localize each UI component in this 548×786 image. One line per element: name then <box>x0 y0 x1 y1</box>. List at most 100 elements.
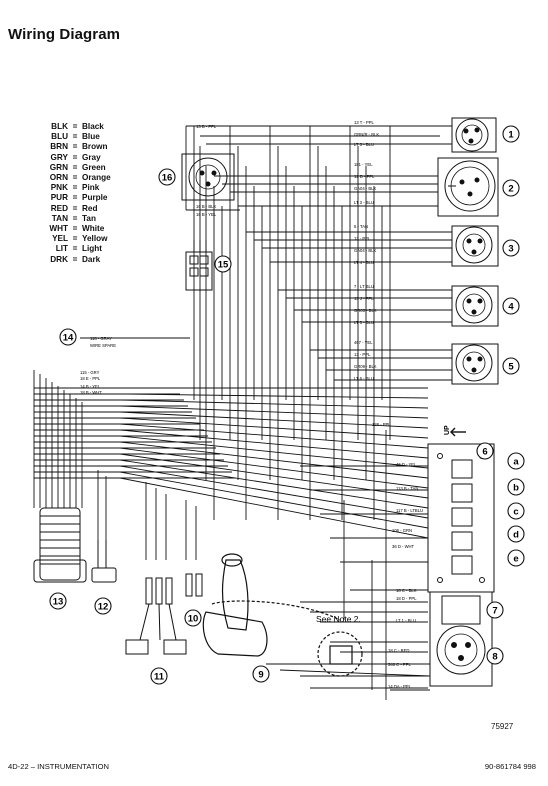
callout-circle <box>507 525 525 543</box>
wire-label: 14 DA - PPL <box>388 684 412 689</box>
legend-meaning: Light <box>82 244 103 254</box>
callout-4: 4 <box>502 297 520 315</box>
legend-row: DRK=Dark <box>34 255 111 265</box>
wire-label: 348 C - PPL <box>388 662 411 667</box>
callout-circle <box>502 357 520 375</box>
callout-label: 14 <box>63 332 74 343</box>
wire-label: 36 D - WHT <box>392 544 415 549</box>
up-arrow-icon <box>450 427 466 437</box>
legend-separator: = <box>72 213 78 223</box>
wire-label: GR09 - BLK <box>354 364 377 369</box>
callout-circle <box>507 478 525 496</box>
legend-separator: = <box>72 203 78 213</box>
legend-separator: = <box>72 162 78 172</box>
legend-meaning: Blue <box>82 132 100 142</box>
callout-label: 4 <box>508 301 514 312</box>
wire <box>119 429 429 459</box>
legend-row: WHT=White <box>34 224 111 234</box>
wire-label: LT 3 - BLU <box>354 142 374 147</box>
legend-code: LIT <box>55 244 68 254</box>
legend-row: GRN=Green <box>34 163 111 173</box>
callout-circle <box>502 239 520 257</box>
wire-label: 117 B - LTBLU <box>396 508 423 513</box>
wire-label: 18 B - WHT <box>80 390 102 395</box>
callout-label: a <box>513 456 519 467</box>
callout-7: 7 <box>486 601 504 619</box>
wire-label: WIRE SPARE <box>90 343 116 348</box>
callout-circle <box>502 125 520 143</box>
callout-label: 8 <box>492 651 497 662</box>
legend-code: PNK <box>50 183 68 193</box>
callout-label: 9 <box>258 669 263 680</box>
callout-circle <box>486 601 504 619</box>
callout-c: c <box>507 502 525 520</box>
wire-label: 181 - YEL <box>354 162 373 167</box>
callout-3: 3 <box>502 239 520 257</box>
switch-panel <box>427 443 495 687</box>
wire <box>119 477 429 539</box>
legend-meaning: Tan <box>82 213 96 223</box>
wire <box>119 423 429 449</box>
wire <box>119 405 429 419</box>
legend-code: TAN <box>51 213 68 223</box>
footer-section: 4D-22 – INSTRUMENTATION <box>8 762 109 771</box>
legend-meaning: Brown <box>82 142 108 152</box>
callout-circle <box>502 297 520 315</box>
wire <box>119 435 429 469</box>
wire-label: GR03 - BLK <box>354 308 377 313</box>
legend-row: ORN=Orange <box>34 173 111 183</box>
wire-label: 13 - PPL <box>354 352 371 357</box>
gauge-1 <box>451 117 497 153</box>
callout-2: 2 <box>502 179 520 197</box>
wire-label: 16 B - BLK <box>196 204 216 209</box>
legend-meaning: White <box>82 224 105 234</box>
wire <box>119 399 429 409</box>
callout-13: 13 <box>49 592 67 610</box>
callout-circle <box>252 665 270 683</box>
callout-circle <box>94 597 112 615</box>
figure-number: 75927 <box>491 722 514 731</box>
callout-label: e <box>513 553 518 564</box>
legend-code: WHT <box>49 224 68 234</box>
legend-code: BLK <box>51 122 68 131</box>
callout-label: 5 <box>508 361 514 372</box>
legend-code: BRN <box>50 142 68 152</box>
wire-label: 13 T - PPL <box>354 120 375 125</box>
legend-row: TAN = Tan <box>34 214 111 224</box>
callout-circle <box>150 667 168 685</box>
wire-label: 7 - LT BLU <box>354 284 374 289</box>
wire-label: 18 C - BLK <box>396 588 417 593</box>
legend-meaning: Pink <box>82 183 100 193</box>
legend-separator: = <box>72 254 78 264</box>
wire <box>119 393 429 399</box>
callout-8: 8 <box>486 647 504 665</box>
legend-code: ORN <box>49 173 68 183</box>
wire-label: 106 - GRN <box>392 528 412 533</box>
legend-code: GRY <box>50 152 68 162</box>
wire-label: 5 - TAN <box>354 224 368 229</box>
wire-label: 13 J - PPL <box>354 296 374 301</box>
footer-part-number: 90-861784 998 <box>484 762 536 771</box>
wire <box>119 417 429 439</box>
callout-label: 12 <box>98 601 109 612</box>
legend-meaning: Orange <box>82 173 111 183</box>
callout-circle <box>502 179 520 197</box>
callout-circle <box>476 442 494 460</box>
wire-label: 118 - GRAY <box>90 336 112 341</box>
legend-separator: = <box>72 234 78 244</box>
wire-label: LT 5 - BLU <box>354 320 374 325</box>
legend-meaning: Dark <box>82 254 101 264</box>
wire <box>119 471 429 529</box>
callout-circle <box>184 609 202 627</box>
callout-6: 6 <box>476 442 494 460</box>
callout-d: d <box>507 525 525 543</box>
wire-label: 46 D - YEL <box>396 462 417 467</box>
gauge-5 <box>451 343 499 385</box>
callout-circle <box>59 328 77 346</box>
legend-meaning: Yellow <box>82 234 108 244</box>
callout-1: 1 <box>502 125 520 143</box>
note-label: See Note 2. <box>316 614 361 624</box>
throttle-control-9 <box>202 553 363 677</box>
callout-label: c <box>513 506 518 517</box>
